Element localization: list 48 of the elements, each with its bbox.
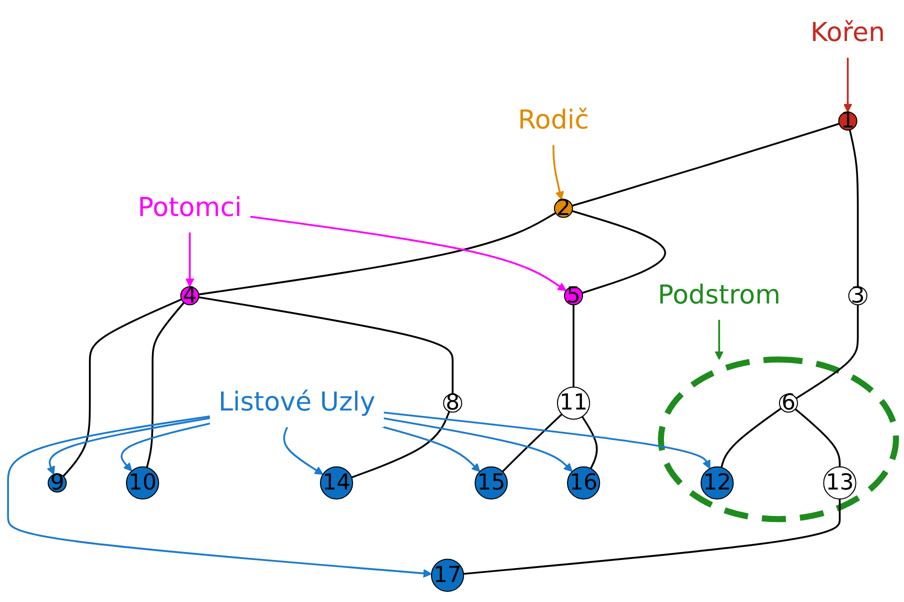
arrow: [7, 415, 432, 578]
connector: [796, 304, 859, 400]
node-circle: [126, 466, 160, 500]
connector: [502, 414, 562, 472]
connector: [351, 411, 450, 478]
connector: [848, 130, 859, 287]
node-text: Kořen: [810, 18, 886, 48]
connector: [572, 304, 574, 388]
arrow: [383, 412, 710, 469]
arrow: [120, 422, 211, 472]
arrow: [283, 426, 324, 475]
node-circle: [564, 286, 584, 306]
connector: [62, 298, 182, 477]
connector: [794, 408, 841, 467]
connector: [198, 212, 556, 296]
node-text: Rodič: [518, 105, 589, 136]
node-circle: [848, 286, 868, 306]
node-circle: [180, 286, 200, 306]
arrow: [185, 232, 194, 288]
connector: [146, 302, 185, 468]
node-circle: [567, 466, 600, 500]
node-circle: [474, 466, 508, 500]
arrow: [382, 426, 480, 472]
arrow: [552, 144, 564, 200]
arrow: [383, 417, 573, 472]
connector: [463, 499, 841, 575]
node-circle: [838, 112, 858, 131]
connector: [572, 122, 840, 207]
connector: [581, 416, 598, 469]
arrow: [46, 417, 211, 475]
node-circle: [778, 394, 798, 413]
node-circle: [823, 466, 856, 500]
connector: [720, 408, 782, 468]
node-circle: [556, 386, 590, 420]
node-circle: [554, 198, 574, 218]
arrow: [843, 57, 852, 112]
arrow: [250, 216, 566, 292]
node-text: Potomci: [138, 192, 242, 223]
node-circle: [443, 394, 462, 413]
node-circle: [48, 473, 67, 492]
connector: [198, 296, 454, 394]
connector: [572, 210, 666, 294]
arrow: [714, 319, 724, 360]
node-circle: [430, 558, 464, 592]
node-circle: [700, 466, 734, 500]
node-circle: [320, 466, 354, 500]
node-text: Listové Uzly: [218, 388, 376, 418]
node-text: Podstrom: [658, 280, 781, 310]
